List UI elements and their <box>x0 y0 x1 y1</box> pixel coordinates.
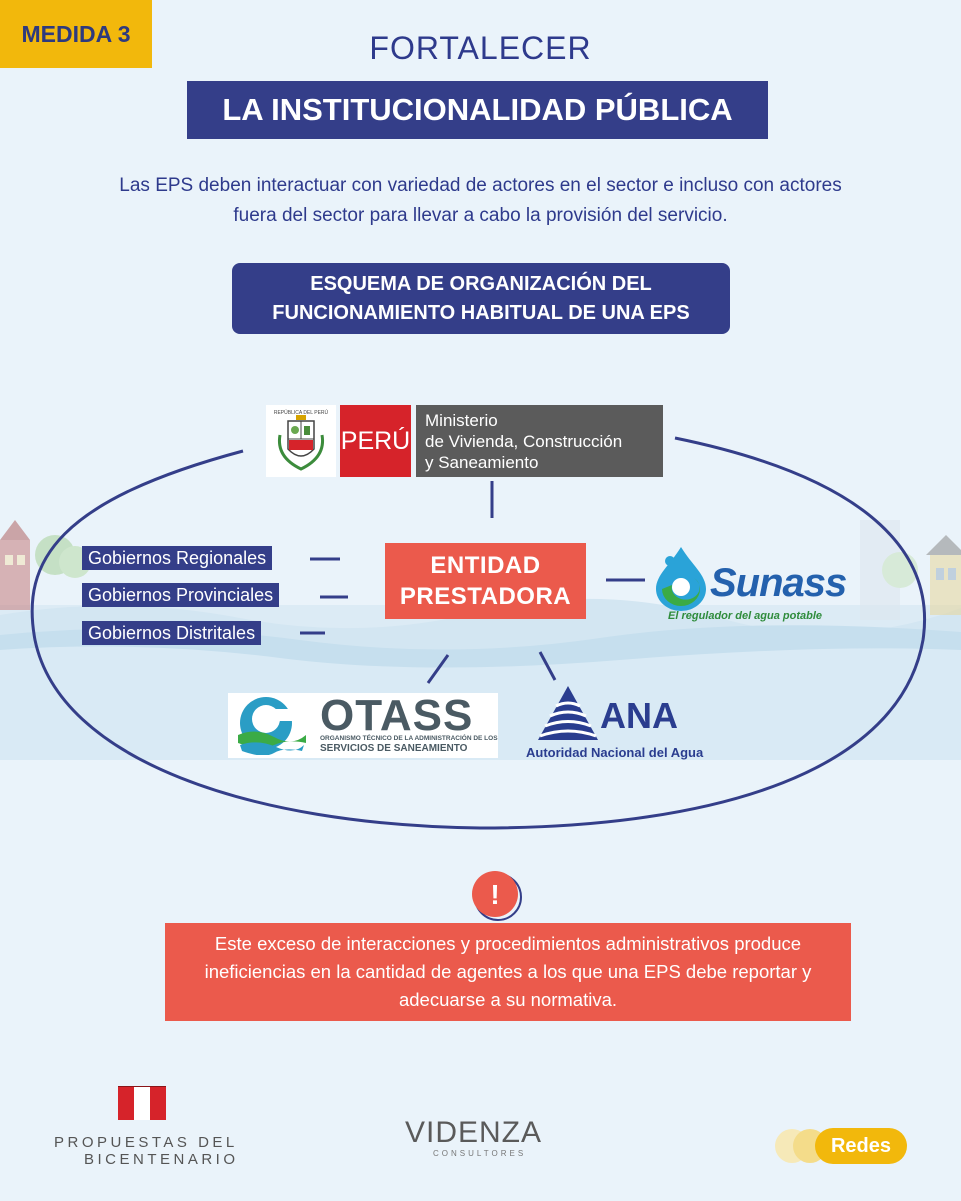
intro-text: Las EPS deben interactuar con variedad d… <box>60 171 901 231</box>
otass-subtitle-2: SERVICIOS DE SANEAMIENTO <box>320 743 468 754</box>
entidad-line: ENTIDAD <box>430 552 541 579</box>
scheme-title-line: ESQUEMA DE ORGANIZACIÓN DEL <box>310 273 652 295</box>
entidad-line: PRESTADORA <box>399 583 572 610</box>
scheme-title: ESQUEMA DE ORGANIZACIÓN DEL FUNCIONAMIEN… <box>232 263 730 334</box>
warning-icon: ! <box>472 871 522 921</box>
peru-emblem: REPÚBLICA DEL PERÚ <box>266 405 336 477</box>
connector-ana <box>538 651 557 681</box>
otass-logo: OTASS ORGANISMO TÉCNICO DE LA ADMINISTRA… <box>228 691 498 758</box>
otass-subtitle-1: ORGANISMO TÉCNICO DE LA ADMINISTRACIÓN D… <box>320 735 498 742</box>
peru-red-box: PERÚ <box>340 405 411 477</box>
redes-badge: Redes <box>775 1128 910 1166</box>
sunass-tagline: El regulador del agua potable <box>668 610 823 622</box>
emblem-text: REPÚBLICA DEL PERÚ <box>274 409 329 416</box>
warning-message: Este exceso de interacciones y procedimi… <box>165 923 851 1021</box>
sunass-logo: Sunass El regulador del agua potable <box>650 543 860 628</box>
water-drop-icon <box>656 547 706 611</box>
ministerio-line: Ministerio <box>425 411 498 430</box>
connector-otass <box>426 654 450 684</box>
gobiernos-distritales-tag: Gobiernos Distritales <box>82 621 262 645</box>
gobiernos-regionales-tag: Gobiernos Regionales <box>82 546 273 570</box>
title-line-1: FORTALECER <box>369 30 592 66</box>
entidad-prestadora: ENTIDAD PRESTADORA <box>385 543 586 619</box>
propuestas-line-2: BICENTENARIO <box>84 1151 239 1168</box>
intro-line: Las EPS deben interactuar con variedad d… <box>119 175 842 196</box>
scheme-title-line: FUNCIONAMIENTO HABITUAL DE UNA EPS <box>272 302 690 324</box>
ellipse-left-arc <box>30 436 927 830</box>
title-line-2: LA INSTITUCIONALIDAD PÚBLICA <box>187 81 768 139</box>
otass-name: OTASS <box>320 691 474 740</box>
videnza-subtitle: CONSULTORES <box>433 1149 527 1158</box>
sunass-name: Sunass <box>710 561 847 605</box>
ministerio-logo: REPÚBLICA DEL PERÚ PERÚ Ministerio de Vi… <box>266 405 663 477</box>
ministerio-name: Ministerio de Vivienda, Construcción y S… <box>416 405 663 477</box>
ana-name: ANA <box>600 695 678 736</box>
videnza-logo: VIDENZA <box>405 1116 543 1149</box>
warning-line: Este exceso de interacciones y procedimi… <box>214 933 802 954</box>
redes-label: Redes <box>815 1128 907 1164</box>
ministerio-line: y Saneamiento <box>425 453 539 472</box>
otass-wave-icon <box>238 697 306 755</box>
ana-logo: ANA Autoridad Nacional del Agua <box>522 682 722 764</box>
ana-subtitle: Autoridad Nacional del Agua <box>526 745 704 760</box>
coat-of-arms-icon: REPÚBLICA DEL PERÚ <box>274 409 329 471</box>
warning-symbol: ! <box>490 879 499 910</box>
ana-waves-icon <box>538 686 598 740</box>
intro-line: fuera del sector para llevar a cabo la p… <box>233 205 728 226</box>
ministerio-line: de Vivienda, Construcción <box>425 432 623 451</box>
measure-badge: MEDIDA 3 <box>0 0 152 68</box>
peru-flag-icon <box>118 1086 166 1120</box>
warning-line: ineficiencias en la cantidad de agentes … <box>204 961 812 982</box>
propuestas-line-1: PROPUESTAS DEL <box>54 1134 238 1151</box>
gobiernos-provinciales-tag: Gobiernos Provinciales <box>82 583 280 607</box>
warning-line: adecuarse a su normativa. <box>398 989 617 1010</box>
